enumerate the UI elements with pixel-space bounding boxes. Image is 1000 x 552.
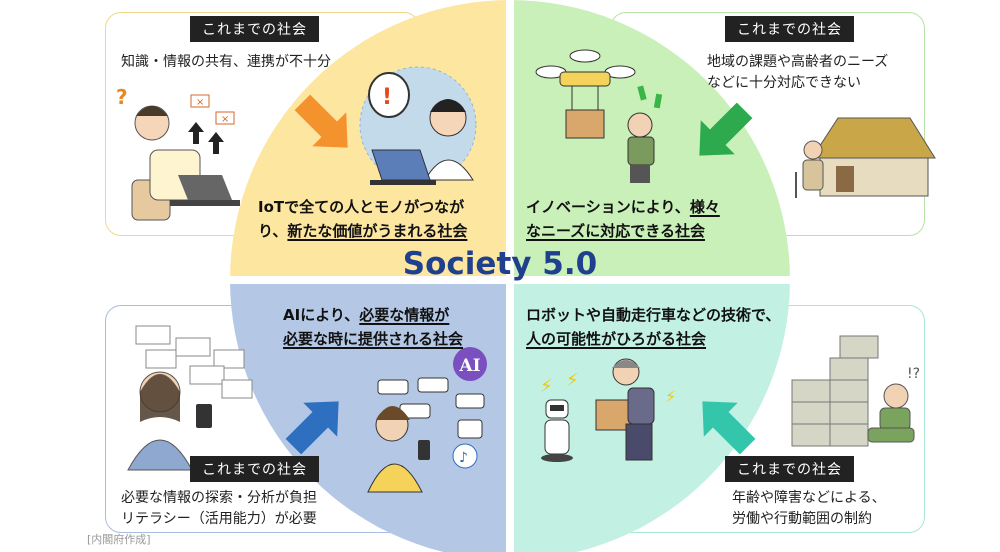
- svg-text:!?: !?: [907, 366, 920, 382]
- past-text-top-left: 知識・情報の共有、連携が不十分: [121, 54, 331, 70]
- arrow-bottom-right: [702, 401, 756, 455]
- robot-worker-illustration: ⚡ ⚡ ⚡: [540, 358, 676, 462]
- confused-worker-illustration: ? × ×: [116, 85, 240, 221]
- future-text-bottom-right: ロボットや自動走行車などの技術で、 人の可能性がひろがる社会: [526, 306, 781, 348]
- quadrant-bottom-left: [230, 280, 510, 552]
- future-text-top-right: イノベーションにより、様々 なニーズに対応できる社会: [526, 198, 720, 240]
- future-text-bottom-left: AIにより、必要な情報が 必要な時に提供される社会: [283, 306, 464, 348]
- ai-woman-illustration: AI ♪: [367, 347, 487, 493]
- arrow-top-right: [699, 102, 753, 156]
- svg-text:?: ?: [116, 85, 128, 109]
- arrow-bottom-left: [285, 401, 339, 455]
- past-label-bottom-left: これまでの社会: [190, 456, 319, 482]
- overwhelmed-woman-illustration: [127, 325, 253, 471]
- svg-text:×: ×: [196, 97, 204, 108]
- svg-text:⚡: ⚡: [566, 370, 579, 391]
- svg-text:⚡: ⚡: [665, 387, 676, 406]
- center-title: Society 5.0: [402, 246, 598, 282]
- drone-delivery-illustration: [535, 49, 663, 183]
- past-text-bottom-right: 年齢や障害などによる、 労働や行動範囲の制約: [732, 490, 886, 527]
- past-label-top-left: これまでの社会: [190, 16, 319, 42]
- rural-house-illustration: [795, 117, 936, 198]
- arrow-top-left: [294, 94, 348, 148]
- source-caption: [内閣府作成]: [87, 533, 151, 546]
- svg-text:⚡: ⚡: [540, 376, 553, 397]
- svg-text:!: !: [382, 85, 392, 110]
- past-text-top-right: 地域の課題や高齢者のニーズ などに十分対応できない: [707, 54, 889, 91]
- past-label-top-right: これまでの社会: [725, 16, 854, 42]
- back-pain-illustration: !?: [791, 335, 920, 447]
- future-text-top-left: IoTで全ての人とモノがつなが り、新たな価値がうまれる社会: [258, 198, 468, 240]
- past-text-bottom-left: 必要な情報の探索・分析が負担 リテラシー（活用能力）が必要: [121, 490, 317, 527]
- iot-person-illustration: !: [359, 66, 477, 185]
- svg-text:×: ×: [221, 114, 229, 125]
- svg-text:♪: ♪: [459, 450, 468, 466]
- past-label-bottom-right: これまでの社会: [725, 456, 854, 482]
- ai-badge: AI: [458, 356, 480, 376]
